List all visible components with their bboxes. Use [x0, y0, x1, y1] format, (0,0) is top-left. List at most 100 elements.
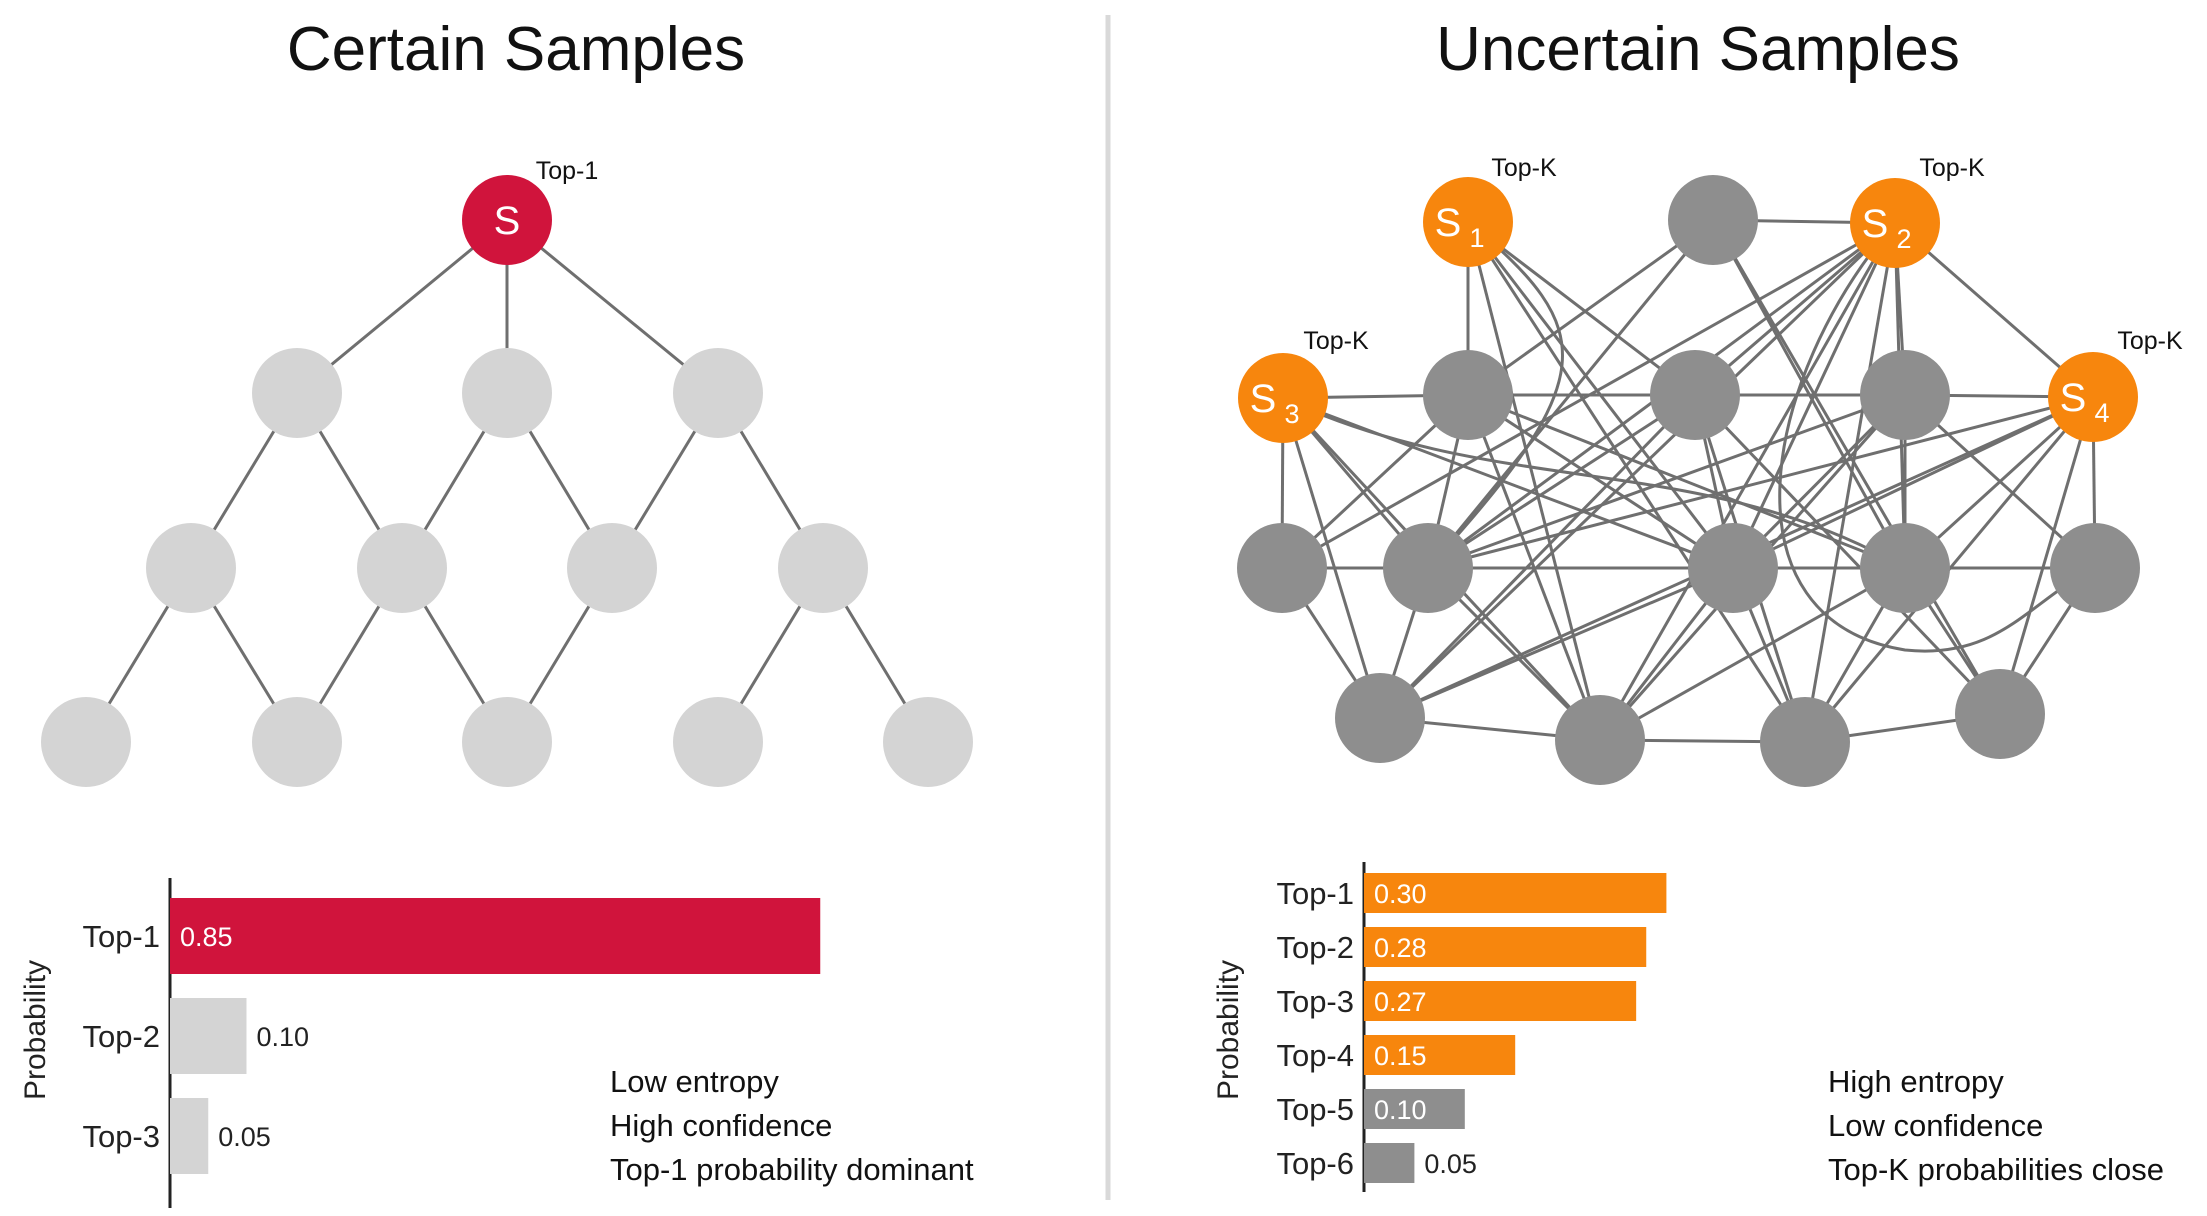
left-chart-value-label: 0.05: [218, 1122, 271, 1152]
right-chart-category-label: Top-6: [1276, 1146, 1354, 1181]
right-chart-bar: [1364, 873, 1667, 913]
graph-edge: [1427, 393, 1906, 570]
top1-node-symbol: S: [494, 199, 521, 243]
candidate-node-symbol: S: [2060, 376, 2087, 420]
candidate-node-s2: S 2 Top-K: [1850, 154, 1985, 268]
left-note-entropy: Low entropy: [610, 1064, 779, 1099]
graph-edge: [1466, 221, 1602, 741]
left-notes: Low entropy High confidence Top-1 probab…: [610, 1064, 974, 1187]
tree-edges: [84, 218, 930, 743]
graph-edge: [1281, 397, 1382, 719]
candidate-node-subscript: 2: [1896, 224, 1911, 254]
tree-node: [146, 523, 236, 613]
left-chart-category-label: Top-1: [82, 919, 160, 954]
left-chart-category-label: Top-2: [82, 1019, 160, 1054]
right-chart-value-label: 0.28: [1374, 933, 1427, 963]
graph-edge: [1427, 393, 1696, 570]
right-chart-bar: [1364, 1089, 1465, 1129]
graph-edge: [1598, 222, 1897, 741]
right-chart-bar: [1364, 1143, 1415, 1183]
left-title: Certain Samples: [287, 15, 745, 84]
graph-edge: [1998, 396, 2095, 715]
tree-node: [673, 348, 763, 438]
graph-nodes: [1237, 175, 2140, 787]
candidate-node-s3: S 3 Top-K: [1238, 327, 1369, 443]
left-note-dominance: Top-1 probability dominant: [610, 1152, 974, 1187]
candidate-node-symbol: S: [1862, 202, 1889, 246]
right-note-confidence: Low confidence: [1828, 1108, 2043, 1143]
graph-node: [1668, 175, 1758, 265]
right-chart-bar: [1364, 1035, 1516, 1075]
graph-edge: [1599, 566, 1906, 742]
candidate-node-subscript: 3: [1284, 399, 1299, 429]
graph-node: [1383, 523, 1473, 613]
candidate-node-subscript: 4: [2094, 398, 2109, 428]
tree-node: [252, 697, 342, 787]
left-chart-bar: [170, 998, 247, 1074]
graph-node: [1555, 695, 1645, 785]
right-chart-category-label: Top-1: [1276, 876, 1354, 911]
candidate-node-circle: [1238, 353, 1328, 443]
graph-edge-curve: [1426, 220, 1564, 570]
right-chart-value-label: 0.30: [1374, 879, 1427, 909]
left-chart-category-label: Top-3: [82, 1119, 160, 1154]
graph-edge: [1427, 395, 2094, 570]
candidate-node-subscript: 1: [1469, 223, 1484, 253]
graph-node: [1650, 350, 1740, 440]
top1-node-tag: Top-1: [536, 157, 599, 185]
top1-node: [462, 175, 552, 265]
right-chart-value-label: 0.05: [1424, 1149, 1477, 1179]
right-notes: High entropy Low confidence Top-K probab…: [1828, 1064, 2164, 1187]
tree-node: [673, 697, 763, 787]
right-chart-value-label: 0.10: [1374, 1095, 1427, 1125]
candidate-node-tag: Top-K: [2117, 327, 2183, 355]
right-chart-value-label: 0.15: [1374, 1041, 1427, 1071]
tree-node: [883, 697, 973, 787]
graph-edge: [1378, 221, 1897, 720]
right-chart-value-label: 0.27: [1374, 987, 1427, 1017]
candidate-node-tag: Top-K: [1919, 154, 1985, 182]
tree-edge: [296, 218, 508, 395]
candidate-node-tag: Top-K: [1491, 154, 1557, 182]
candidate-node-circle: [1850, 178, 1940, 268]
right-chart-category-label: Top-4: [1276, 1038, 1354, 1073]
left-chart-bar: [170, 1098, 209, 1174]
right-chart-bar: [1364, 927, 1647, 967]
candidate-node-circle: [2048, 352, 2138, 442]
graph-node: [1955, 669, 2045, 759]
tree-node: [462, 697, 552, 787]
graph-edge-curve: [1282, 396, 1906, 570]
right-chart-category-label: Top-3: [1276, 984, 1354, 1019]
tree-node: [778, 523, 868, 613]
right-chart-bar: [1364, 981, 1637, 1021]
right-chart-category-label: Top-5: [1276, 1092, 1354, 1127]
graph-edge-curve: [1778, 222, 2096, 653]
right-chart-ylabel: Probability: [1212, 960, 1245, 1100]
graph-node: [1237, 523, 1327, 613]
right-note-entropy: High entropy: [1828, 1064, 2004, 1099]
right-title: Uncertain Samples: [1436, 15, 1960, 84]
graph-node: [1860, 523, 1950, 613]
graph-edge: [1378, 393, 1697, 720]
candidate-node-circle: [1423, 177, 1513, 267]
graph-edge: [1467, 220, 1696, 397]
candidate-node-tag: Top-K: [1303, 327, 1369, 355]
tree-node: [357, 523, 447, 613]
left-chart-value-label: 0.10: [257, 1022, 310, 1052]
left-chart-bar: [170, 898, 821, 974]
graph-edges: [1280, 218, 2097, 744]
graph-edge: [1467, 393, 1734, 570]
graph-node: [2050, 523, 2140, 613]
certainty-tree: S Top-1: [41, 157, 973, 787]
tree-node: [462, 348, 552, 438]
left-chart-ylabel: Probability: [19, 960, 52, 1100]
tree-node: [567, 523, 657, 613]
uncertainty-graph: S 1 Top-K S 2 Top-K S 3 Top-K S 4 Top-K: [1237, 154, 2183, 787]
graph-edge: [1711, 219, 2002, 715]
candidate-node-symbol: S: [1435, 201, 1462, 245]
tree-nodes: [41, 348, 973, 787]
tree-node: [252, 348, 342, 438]
